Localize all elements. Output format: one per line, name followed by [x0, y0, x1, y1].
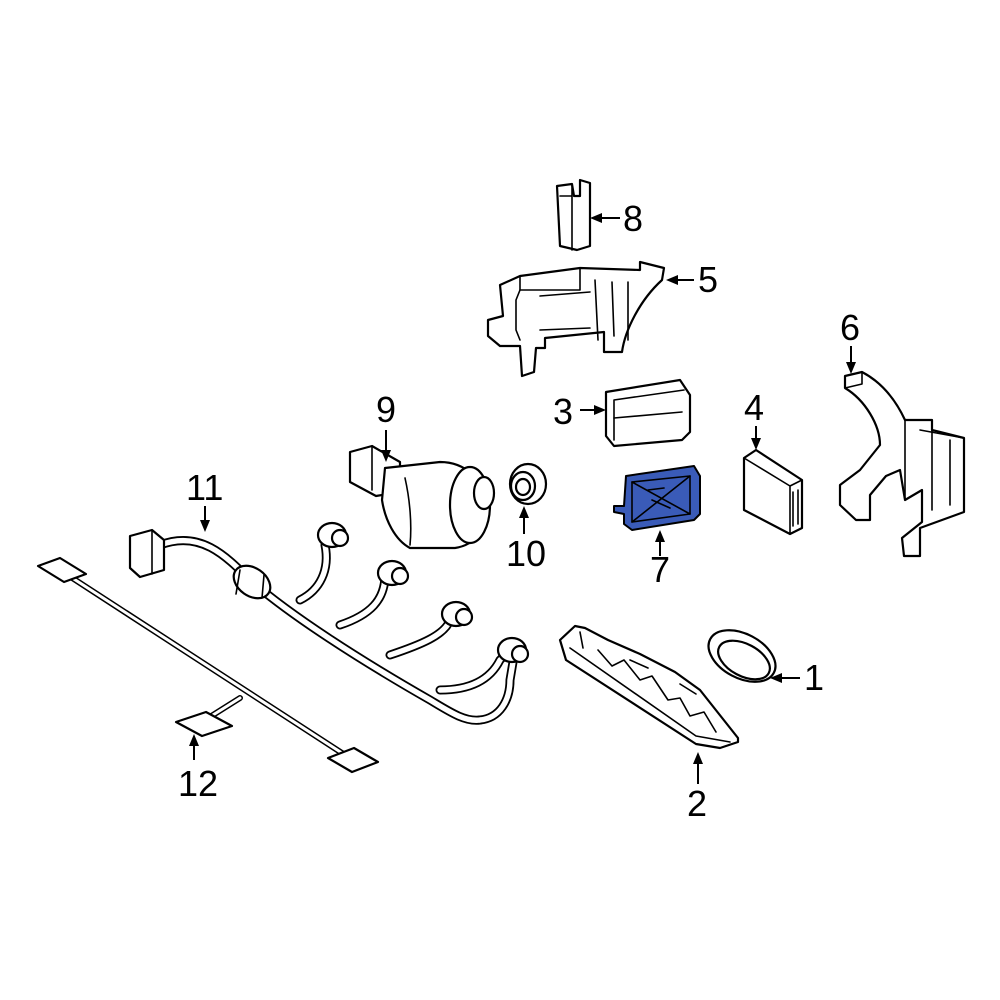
callout-8: 8 [623, 198, 643, 239]
callout-3: 3 [553, 391, 573, 432]
part-1-oval-cover[interactable] [700, 620, 784, 693]
part-5-holder-bracket[interactable] [486, 260, 666, 378]
leader-lines [189, 213, 856, 784]
part-11-wire-harness[interactable] [128, 521, 530, 725]
callout-12: 12 [178, 763, 218, 804]
callout-11: 11 [186, 467, 223, 508]
plug-1 [316, 521, 350, 549]
plug-4 [496, 636, 530, 664]
part-8-bracket[interactable] [555, 178, 592, 252]
callout-10: 10 [506, 533, 546, 574]
callout-1: 1 [804, 657, 824, 698]
callout-9: 9 [376, 389, 396, 430]
callout-4: 4 [744, 387, 764, 428]
plug-2 [376, 559, 410, 587]
part-3-control-module[interactable] [604, 378, 692, 448]
part-12-flat-wire-harness[interactable] [36, 556, 380, 774]
callout-2: 2 [687, 783, 707, 824]
part-10-grommet[interactable] [508, 462, 548, 506]
callout-6: 6 [840, 307, 860, 348]
part-6-mount-bracket[interactable] [838, 370, 966, 558]
part-2-cover-bracket[interactable] [558, 624, 740, 750]
plug-3 [440, 600, 474, 628]
part-9-parking-sensor[interactable] [348, 444, 496, 550]
part-7-sensor-bracket-highlighted[interactable] [613, 465, 701, 531]
part-4-module-box[interactable] [742, 448, 804, 536]
callout-7: 7 [650, 549, 670, 590]
callout-5: 5 [698, 259, 718, 300]
